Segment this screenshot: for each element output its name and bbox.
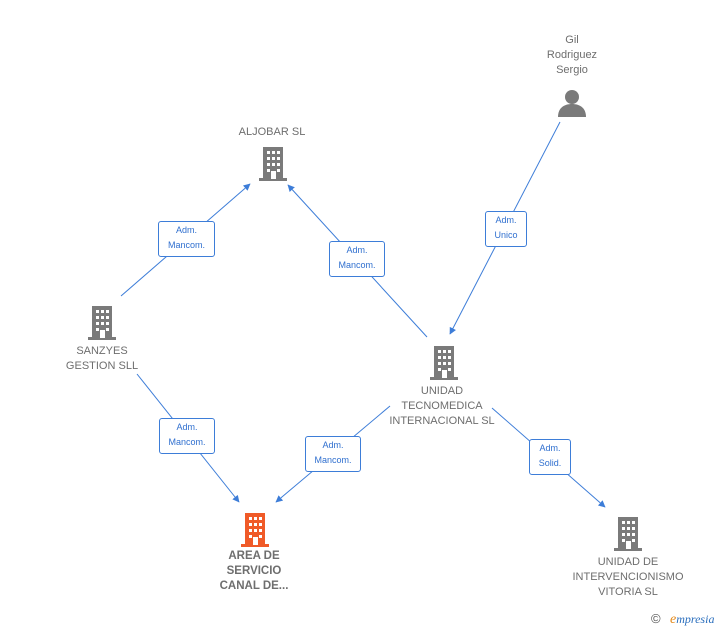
node-label-line: Rodriguez — [546, 49, 598, 61]
node-label-line: Sergio — [556, 64, 588, 76]
edge-badge-line: Mancom. — [338, 260, 376, 270]
edge-badge-unidadtec-area[interactable]: Adm. Mancom. — [305, 436, 361, 472]
edge-badge-sanzyes-area[interactable]: Adm. Mancom. — [159, 418, 215, 454]
node-label-line: UNIDAD DE — [597, 556, 659, 568]
edge-badge-line: Adm. — [322, 440, 344, 450]
node-label-line: INTERVENCIONISMO — [572, 571, 684, 583]
edge-badge-line: Adm. — [495, 215, 517, 225]
edge-badge-line: Mancom. — [167, 240, 205, 250]
node-label-area-de-servicio[interactable]: AREA DE SERVICIO CANAL DE... — [194, 549, 314, 594]
edge-badge-line: Unico — [494, 230, 518, 240]
edge-badge-line: Mancom. — [314, 455, 352, 465]
edge-badge-line: Adm. — [175, 225, 197, 235]
node-label-line: Gil — [565, 34, 579, 46]
brand-name: mpresia — [676, 612, 715, 626]
node-label-line: SANZYES — [76, 345, 128, 357]
edge-badge-gil-unidadtec[interactable]: Adm. Unico — [485, 211, 527, 247]
copyright-symbol: © — [651, 611, 661, 626]
node-label-line: TECNOMEDICA — [401, 400, 483, 412]
node-label-line: GESTION SLL — [65, 360, 139, 372]
edge-badge-line: Adm. — [346, 245, 368, 255]
building-icon[interactable] — [88, 306, 116, 340]
building-icon[interactable] — [614, 517, 642, 551]
node-label-unidad-intervencionismo[interactable]: UNIDAD DE INTERVENCIONISMO VITORIA SL — [562, 555, 694, 600]
node-label-line: CANAL DE... — [219, 580, 289, 592]
node-label-gil[interactable]: Gil Rodriguez Sergio — [522, 33, 622, 78]
node-label-sanzyes[interactable]: SANZYES GESTION SLL — [42, 344, 162, 374]
edge-badge-line: Mancom. — [168, 437, 206, 447]
node-label-line: SERVICIO — [226, 565, 282, 577]
edge-badge-line: Adm. — [176, 422, 198, 432]
person-icon[interactable] — [558, 90, 586, 117]
node-label-line: AREA DE — [228, 550, 280, 562]
building-icon-focus[interactable] — [241, 513, 269, 547]
edge-badge-line: Adm. — [539, 443, 561, 453]
node-label-line: UNIDAD — [420, 385, 464, 397]
brand-logo[interactable]: empresia — [670, 612, 714, 628]
node-label-unidad-tecnomedica[interactable]: UNIDAD TECNOMEDICA INTERNACIONAL SL — [372, 384, 512, 429]
edge-badge-unidadtec-unidadint[interactable]: Adm. Solid. — [529, 439, 571, 475]
node-label-aljobar[interactable]: ALJOBAR SL — [212, 125, 332, 140]
building-icon[interactable] — [259, 147, 287, 181]
node-label-line: ALJOBAR SL — [238, 126, 306, 138]
node-label-line: VITORIA SL — [598, 586, 658, 598]
edge-badge-line: Solid. — [538, 458, 562, 468]
node-label-line: INTERNACIONAL SL — [389, 415, 495, 427]
brand-initial: e — [670, 612, 677, 627]
edge-badge-unidadtec-aljobar[interactable]: Adm. Mancom. — [329, 241, 385, 277]
edge-badge-sanzyes-aljobar[interactable]: Adm. Mancom. — [158, 221, 215, 257]
building-icon[interactable] — [430, 346, 458, 380]
